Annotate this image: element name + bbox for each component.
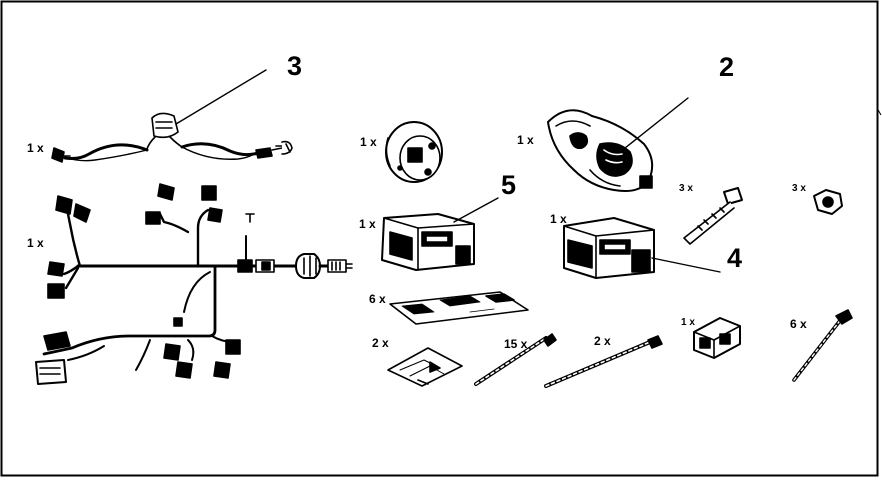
callout-4: 4 [727,243,743,273]
qty-label-module-right: 1 x [550,212,567,226]
nut-part [813,189,843,215]
qty-label-bracket: 1 x [517,133,534,147]
bolt-part [683,187,743,245]
adhesive-pad-small [387,347,463,387]
qty-label-ties-short: 15 x [504,337,528,351]
qty-label-module-left: 1 x [359,217,376,231]
qty-label-pad-large: 6 x [369,292,386,306]
trailer-socket-part [385,121,443,183]
leader-line-2 [619,97,689,153]
plug-connector-part [693,317,741,359]
cable-tie-right [792,309,853,382]
leader-line-5 [453,197,499,223]
qty-label-ties-right: 6 x [790,317,807,331]
control-module-right [563,217,655,279]
callout-3: 3 [287,51,303,81]
sensor-harness-part [51,112,293,163]
cable-tie-short [474,333,557,386]
cable-tie-long [544,335,663,388]
qty-label-main-harness: 1 x [27,236,44,250]
adhesive-pad-large [389,291,529,325]
qty-label-nuts: 3 x [792,183,806,194]
qty-label-bolts: 3 x [679,183,693,194]
callout-5: 5 [501,170,517,200]
control-module-left [381,213,475,271]
towbar-bracket-part [547,109,654,192]
leader-line-3 [175,69,267,125]
qty-label-ties-long: 2 x [594,334,611,348]
qty-label-pad-small: 2 x [372,336,389,350]
main-wiring-harness [35,183,353,385]
qty-label-socket: 1 x [360,135,377,149]
callout-2: 2 [719,52,735,82]
leader-line-4 [651,257,721,273]
qty-label-connector: 1 x [681,317,695,328]
qty-label-sensor-harness: 1 x [27,141,44,155]
